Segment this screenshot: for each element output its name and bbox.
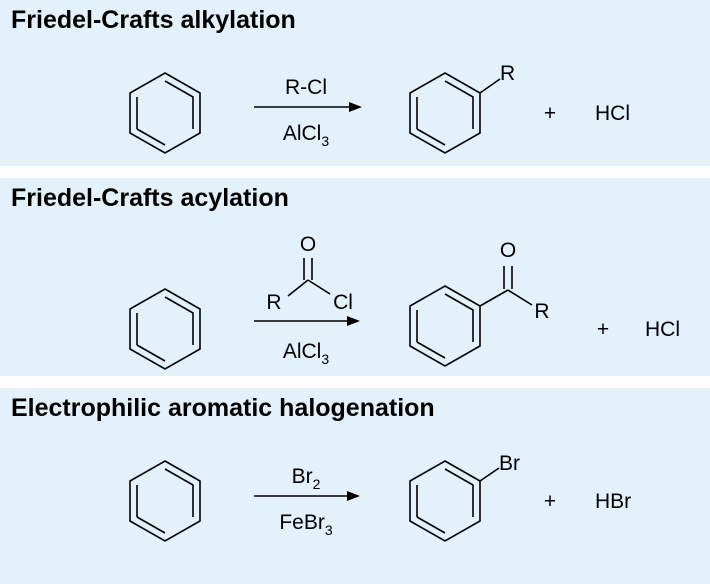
panel-title: Friedel-Crafts acylation	[11, 184, 289, 212]
catalyst-label: FeBr3	[279, 511, 333, 538]
reaction-panel-acylation: Friedel-Crafts acylation O R Cl AlCl3	[0, 178, 710, 376]
acyl-r-label: R	[266, 291, 281, 314]
benzene-reactant	[129, 288, 201, 370]
halogenation-scheme: Br2 FeBr3 Br + HBr	[129, 452, 631, 542]
byproduct-label: HBr	[595, 490, 631, 513]
catalyst-label: AlCl3	[283, 340, 330, 367]
acyl-cl-label: Cl	[333, 291, 353, 314]
acyl-chloride-reagent	[287, 258, 331, 297]
reaction-panel-halogenation: Electrophilic aromatic halogenation Br2 …	[0, 388, 710, 584]
byproduct-label: HCl	[645, 318, 680, 341]
alkylation-scheme: R-Cl AlCl3 R + HCl	[129, 62, 630, 154]
panel-title: Electrophilic aromatic halogenation	[11, 394, 435, 422]
bromobenzene-product	[409, 460, 500, 542]
acylbenzene-product	[409, 266, 533, 367]
reaction-arrow	[254, 316, 360, 326]
byproduct-label: HCl	[595, 102, 630, 125]
substituent-label: R	[500, 62, 515, 85]
catalyst-label: AlCl3	[283, 122, 330, 149]
benzene-reactant	[129, 72, 201, 154]
plus-sign: +	[544, 102, 556, 125]
acyl-oxygen-label: O	[300, 233, 316, 256]
reaction-arrow	[254, 102, 362, 112]
plus-sign: +	[597, 318, 609, 341]
benzene-reactant	[129, 460, 201, 542]
product-oxygen-label: O	[500, 239, 516, 262]
reaction-panel-alkylation: Friedel-Crafts alkylation R-Cl AlCl3 R +…	[0, 0, 710, 166]
reagent-label: Br2	[292, 465, 321, 492]
acylation-scheme: O R Cl AlCl3 O R + HCl	[129, 233, 680, 370]
reagent-label: R-Cl	[285, 76, 327, 99]
substituent-label: Br	[499, 452, 520, 475]
benzene-product	[409, 72, 501, 154]
reaction-arrow	[254, 491, 360, 501]
panel-title: Friedel-Crafts alkylation	[11, 6, 296, 34]
product-r-label: R	[534, 300, 549, 323]
plus-sign: +	[544, 490, 556, 513]
